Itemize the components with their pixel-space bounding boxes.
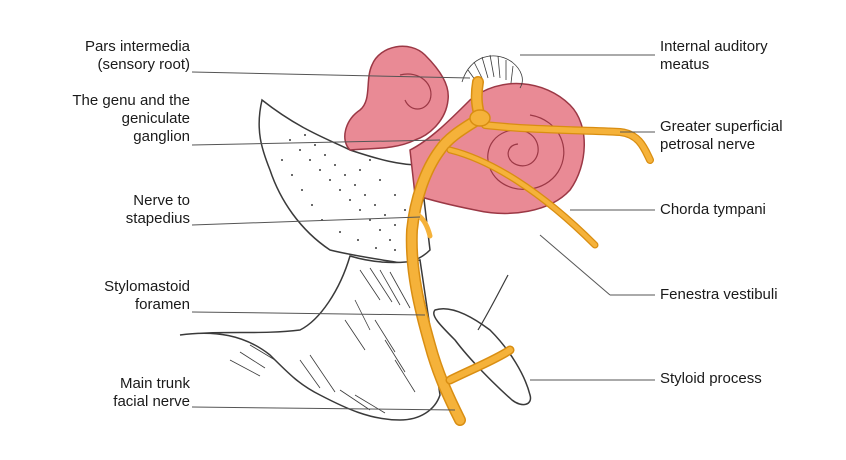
- label-styloid-process: Styloid process: [660, 370, 762, 388]
- label-pars-intermedia: Pars intermedia (sensory root): [22, 38, 190, 74]
- label-main-trunk-facial-nerve: Main trunk facial nerve: [22, 375, 190, 411]
- mastoid-bone: [180, 256, 440, 420]
- label-greater-superficial-petrosal-nerve: Greater superficial petrosal nerve: [660, 118, 783, 154]
- label-nerve-to-stapedius: Nerve to stapedius: [22, 192, 190, 228]
- label-stylomastoid-foramen: Stylomastoid foramen: [22, 278, 190, 314]
- label-genu-geniculate-ganglion: The genu and the geniculate ganglion: [5, 92, 190, 146]
- label-internal-auditory-meatus: Internal auditory meatus: [660, 38, 768, 74]
- label-fenestra-vestibuli: Fenestra vestibuli: [660, 286, 778, 304]
- label-chorda-tympani: Chorda tympani: [660, 201, 766, 219]
- styloid-edge: [478, 275, 508, 330]
